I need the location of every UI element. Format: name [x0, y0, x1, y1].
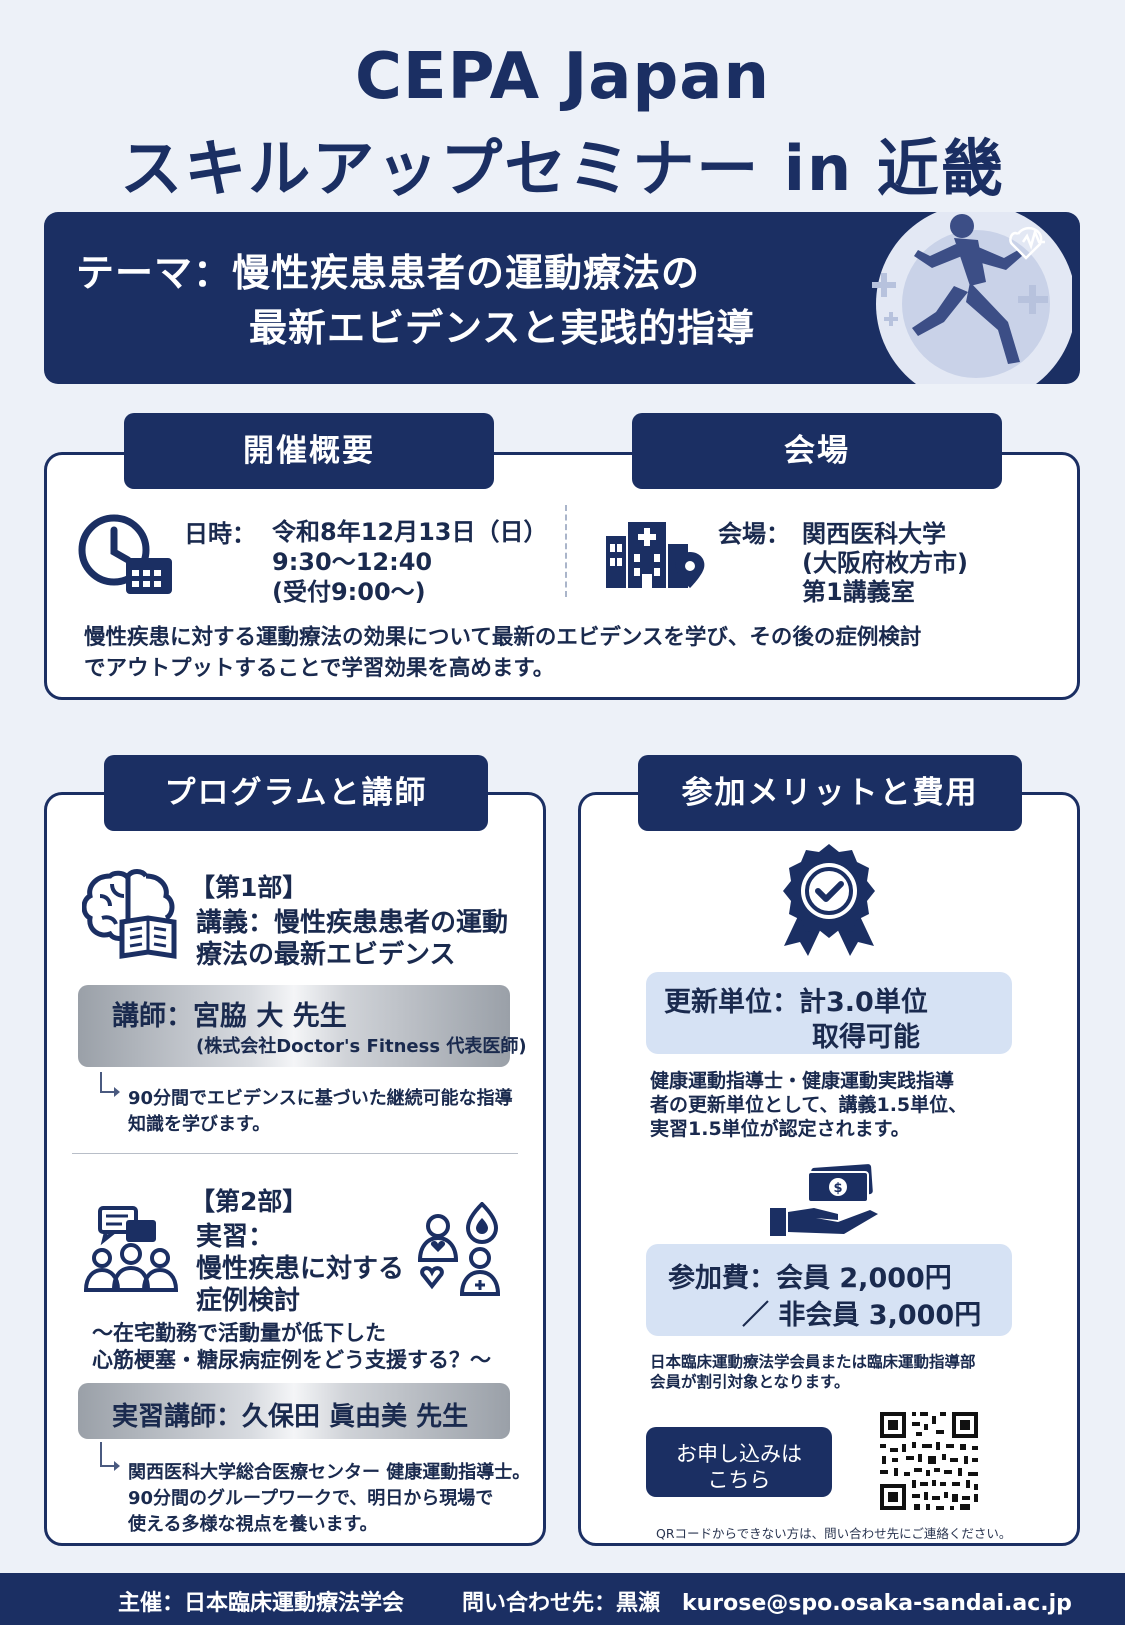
fee-note-line-1: 日本臨床運動療法学会員または臨床運動指導部 [650, 1353, 976, 1371]
footer-organizer: 主催：日本臨床運動療法学会 [118, 1591, 405, 1616]
part1-title-line-2: 療法の最新エビデンス [196, 940, 456, 970]
fee-line-2: ／ 非会員 3,000円 [742, 1300, 982, 1331]
venue-room: 第1講義室 [802, 578, 915, 606]
part2-subtitle-line-2: 心筋梗塞・糖尿病症例をどう支援する？〜 [92, 1348, 491, 1372]
arrow-icon [100, 1442, 120, 1471]
theme-line-1: テーマ：慢性疾患患者の運動療法の [76, 251, 701, 295]
part2-note-line-2: 90分間のグループワークで、明日から現場で [128, 1488, 494, 1509]
apply-button-line-2: こちら [707, 1468, 771, 1492]
venue-label: 会場： [718, 520, 790, 548]
credit-pill [646, 972, 1012, 1054]
arrow-icon [100, 1072, 120, 1097]
patient-care-icon [417, 1202, 501, 1296]
credit-line-1: 更新単位：計3.0単位 [664, 987, 928, 1018]
part2-title-line-3: 症例検討 [196, 1286, 301, 1316]
tab-program: プログラムと講師 [104, 755, 488, 831]
part2-title-line-1: 実習： [196, 1222, 275, 1252]
part1-note-line-2: 知識を学びます。 [128, 1114, 271, 1135]
footer-contact: 問い合わせ先：黒瀬 kurose@spo.osaka-sandai.ac.jp [462, 1591, 1072, 1616]
part2-title-line-2: 慢性疾患に対する [196, 1254, 405, 1284]
part2-heading: 【第2部】 [190, 1187, 308, 1216]
svg-text:$: $ [833, 1181, 842, 1196]
part1-lecturer-bar [78, 985, 510, 1067]
venue-name: 関西医科大学 [802, 520, 946, 548]
apply-button[interactable]: お申し込みは こちら [646, 1427, 832, 1497]
part1-lecturer-affiliation: (株式会社Doctor's Fitness 代表医師) [196, 1036, 527, 1057]
qr-note: QRコードからできない方は、問い合わせ先にご連絡ください。 [656, 1526, 1012, 1541]
overview-description-line-1: 慢性疾患に対する運動療法の効果について最新のエビデンスを学び、その後の症例検討 [84, 625, 922, 650]
event-date: 令和8年12月13日（日） [272, 518, 548, 546]
footer-bar: 主催：日本臨床運動療法学会 問い合わせ先：黒瀬 kurose@spo.osaka… [0, 1573, 1125, 1625]
group-discussion-icon [83, 1206, 179, 1292]
title-line-2: スキルアップセミナー in 近畿 [120, 132, 1005, 205]
award-badge-icon [783, 844, 875, 956]
theme-line-2: 最新エビデンスと実践的指導 [249, 306, 756, 350]
tab-overview: 開催概要 [124, 413, 494, 489]
reception-time: (受付9:00〜) [272, 578, 426, 606]
title-line-1: CEPA Japan [354, 40, 771, 114]
runner-illustration-icon [872, 212, 1072, 384]
overview-section [44, 452, 1080, 700]
info-divider [565, 505, 567, 597]
part2-note-line-1: 関西医科大学総合医療センター 健康運動指導士。 [128, 1462, 531, 1483]
part2-note-line-3: 使える多様な視点を養います。 [128, 1514, 378, 1535]
hospital-location-icon [606, 522, 705, 588]
tab-merits: 参加メリットと費用 [638, 755, 1022, 831]
credit-line-2: 取得可能 [812, 1022, 920, 1053]
venue-city: (大阪府枚方市) [802, 549, 968, 577]
credit-note-line-2: 者の更新単位として、講義1.5単位、 [650, 1094, 968, 1116]
part2-lecturer: 実習講師：久保田 眞由美 先生 [112, 1402, 469, 1432]
part1-lecturer: 講師：宮脇 大 先生 [112, 1001, 347, 1032]
clock-calendar-icon [78, 514, 172, 594]
datetime-label: 日時： [184, 520, 256, 548]
credit-note-line-1: 健康運動指導士・健康運動実践指導 [650, 1070, 955, 1092]
part2-lecturer-bar [78, 1383, 510, 1439]
fee-pill [646, 1244, 1012, 1336]
event-time: 9:30〜12:40 [272, 548, 433, 576]
apply-button-line-1: お申し込みは [676, 1442, 802, 1466]
overview-description-line-2: でアウトプットすることで学習効果を高めます。 [84, 656, 555, 681]
fee-note-line-2: 会員が割引対象となります。 [650, 1373, 850, 1391]
tab-venue: 会場 [632, 413, 1002, 489]
part1-note-line-1: 90分間でエビデンスに基づいた継続可能な指導 [128, 1088, 513, 1109]
theme-banner: テーマ：慢性疾患患者の運動療法の 最新エビデンスと実践的指導 [44, 212, 1080, 384]
credit-note-line-3: 実習1.5単位が認定されます。 [650, 1118, 910, 1140]
part1-heading: 【第1部】 [190, 873, 308, 902]
fee-line-1: 参加費：会員 2,000円 [668, 1263, 952, 1294]
part1-title-line-1: 講義：慢性疾患患者の運動 [196, 908, 509, 938]
brain-book-icon [82, 869, 177, 959]
money-hand-icon: $ [770, 1164, 878, 1236]
part2-subtitle-line-1: 〜在宅勤務で活動量が低下した [92, 1321, 386, 1345]
program-divider [72, 1153, 518, 1154]
qr-code-icon[interactable] [876, 1408, 982, 1514]
